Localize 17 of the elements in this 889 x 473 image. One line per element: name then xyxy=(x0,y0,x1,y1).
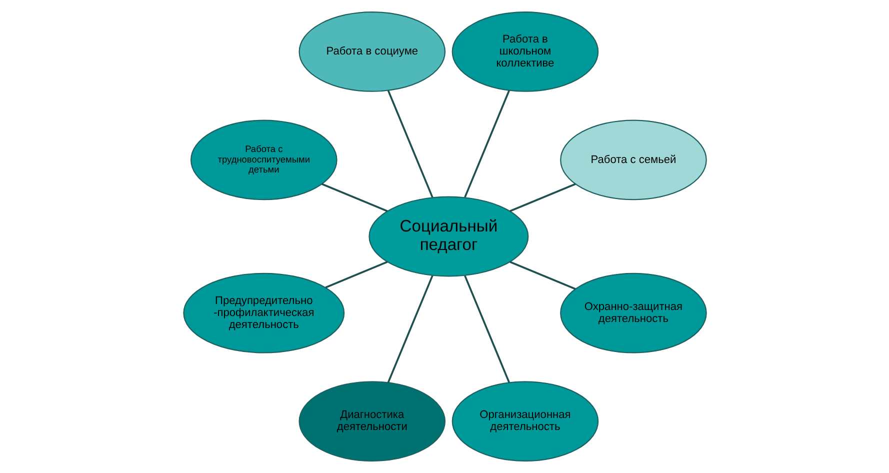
node-ellipse: Социальный педагог xyxy=(368,196,528,277)
connector xyxy=(509,261,576,290)
node-ellipse: Предупредительно -профилактическая деятельность xyxy=(182,272,344,354)
node-ellipse: Охранно-защитная деятельность xyxy=(560,272,706,354)
node-ellipse: Организационная деятельность xyxy=(451,381,598,462)
connector xyxy=(464,90,510,198)
connector xyxy=(464,275,510,383)
connector xyxy=(386,90,433,198)
connector xyxy=(324,261,388,288)
connector xyxy=(509,183,576,212)
connector xyxy=(386,275,433,383)
node-ellipse: Работа в социуме xyxy=(298,12,446,92)
connector xyxy=(321,183,388,212)
node-ellipse: Работа с трудновоспитуемыми детьми xyxy=(190,120,337,200)
node-ellipse: Работа с семьей xyxy=(560,120,706,200)
node-ellipse: Работа в школьном коллективе xyxy=(451,12,598,92)
node-ellipse: Диагностика деятельности xyxy=(298,381,446,462)
